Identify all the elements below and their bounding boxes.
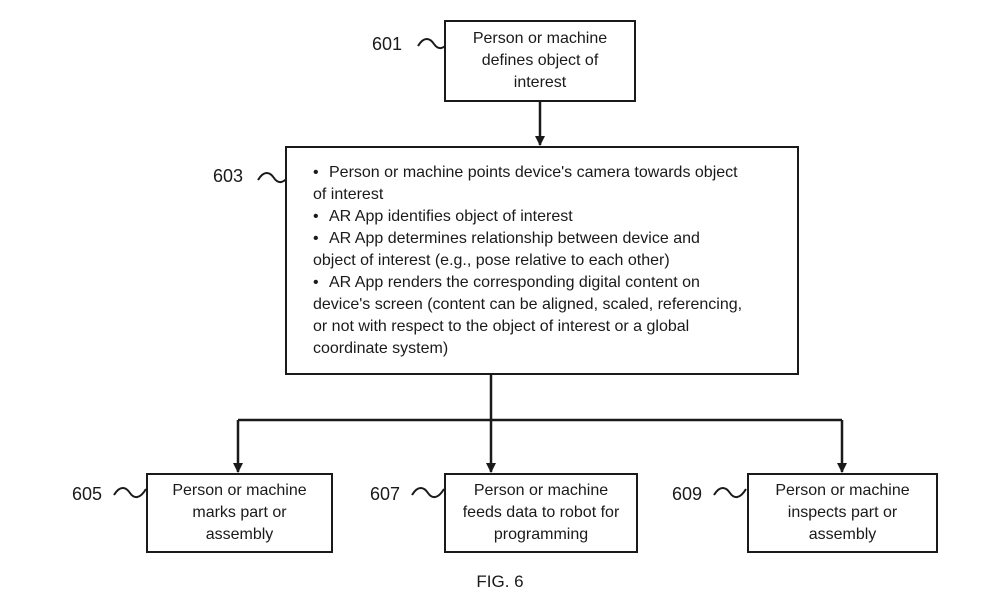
node-607-line-1: Person or machine <box>473 482 609 499</box>
node-601: Person or machine defines object of inte… <box>444 20 636 102</box>
ref-squiggle-603 <box>257 172 291 184</box>
node-609-line-1: Person or machine <box>775 482 910 499</box>
node-605-line-2: marks part or <box>192 504 287 521</box>
node-609: Person or machine inspects part or assem… <box>747 473 938 553</box>
ref-label-607: 607 <box>370 484 401 504</box>
bullet-dot: • <box>313 274 319 291</box>
node-601-line-1: Person or machine <box>472 30 608 47</box>
node-609-line-3: assembly <box>808 526 877 543</box>
node-601-line-2: defines object of <box>481 52 599 69</box>
bullet-item-2: • AR App identifies object of interest <box>313 206 777 228</box>
bullet-item-1: • Person or machine points device's camer… <box>313 162 777 206</box>
bullet-3-line-1: AR App determines relationship between d… <box>329 230 700 247</box>
bullet-1-line-1: Person or machine points device's camera… <box>329 164 738 181</box>
bullet-item-3: • AR App determines relationship between … <box>313 228 777 272</box>
node-607-line-3: programming <box>493 526 589 543</box>
bullet-dot: • <box>313 230 319 247</box>
ref-label-605: 605 <box>72 484 103 504</box>
bullet-3-line-2: object of interest (e.g., pose relative … <box>313 252 670 269</box>
node-607: Person or machine feeds data to robot fo… <box>444 473 638 553</box>
bullet-4-line-3: or not with respect to the object of int… <box>313 318 690 335</box>
bullet-2-line-1: AR App identifies object of interest <box>329 208 573 225</box>
node-609-line-2: inspects part or <box>787 504 898 521</box>
ref-label-603: 603 <box>213 166 244 186</box>
ref-label-601: 601 <box>372 34 403 54</box>
bullet-4-line-2: device's screen (content can be aligned,… <box>313 296 743 313</box>
node-605: Person or machine marks part or assembly <box>146 473 333 553</box>
bullet-dot: • <box>313 208 319 225</box>
bullet-item-4: • AR App renders the corresponding digita… <box>313 272 777 360</box>
node-601-line-3: interest <box>513 74 567 91</box>
figure-label: FIG. 6 <box>476 572 524 591</box>
ref-squiggle-609 <box>713 487 747 499</box>
bullet-dot: • <box>313 164 319 181</box>
ref-label-609: 609 <box>672 484 703 504</box>
node-607-line-2: feeds data to robot for <box>462 504 620 521</box>
bullet-4-line-1: AR App renders the corresponding digital… <box>329 274 700 291</box>
node-605-line-1: Person or machine <box>172 482 307 499</box>
node-603: • Person or machine points device's camer… <box>285 146 799 375</box>
ref-squiggle-605 <box>113 487 147 499</box>
bullet-1-line-2: of interest <box>313 186 384 203</box>
bullet-4-line-4: coordinate system) <box>313 340 449 357</box>
ref-squiggle-607 <box>411 487 445 499</box>
node-605-line-3: assembly <box>205 526 274 543</box>
